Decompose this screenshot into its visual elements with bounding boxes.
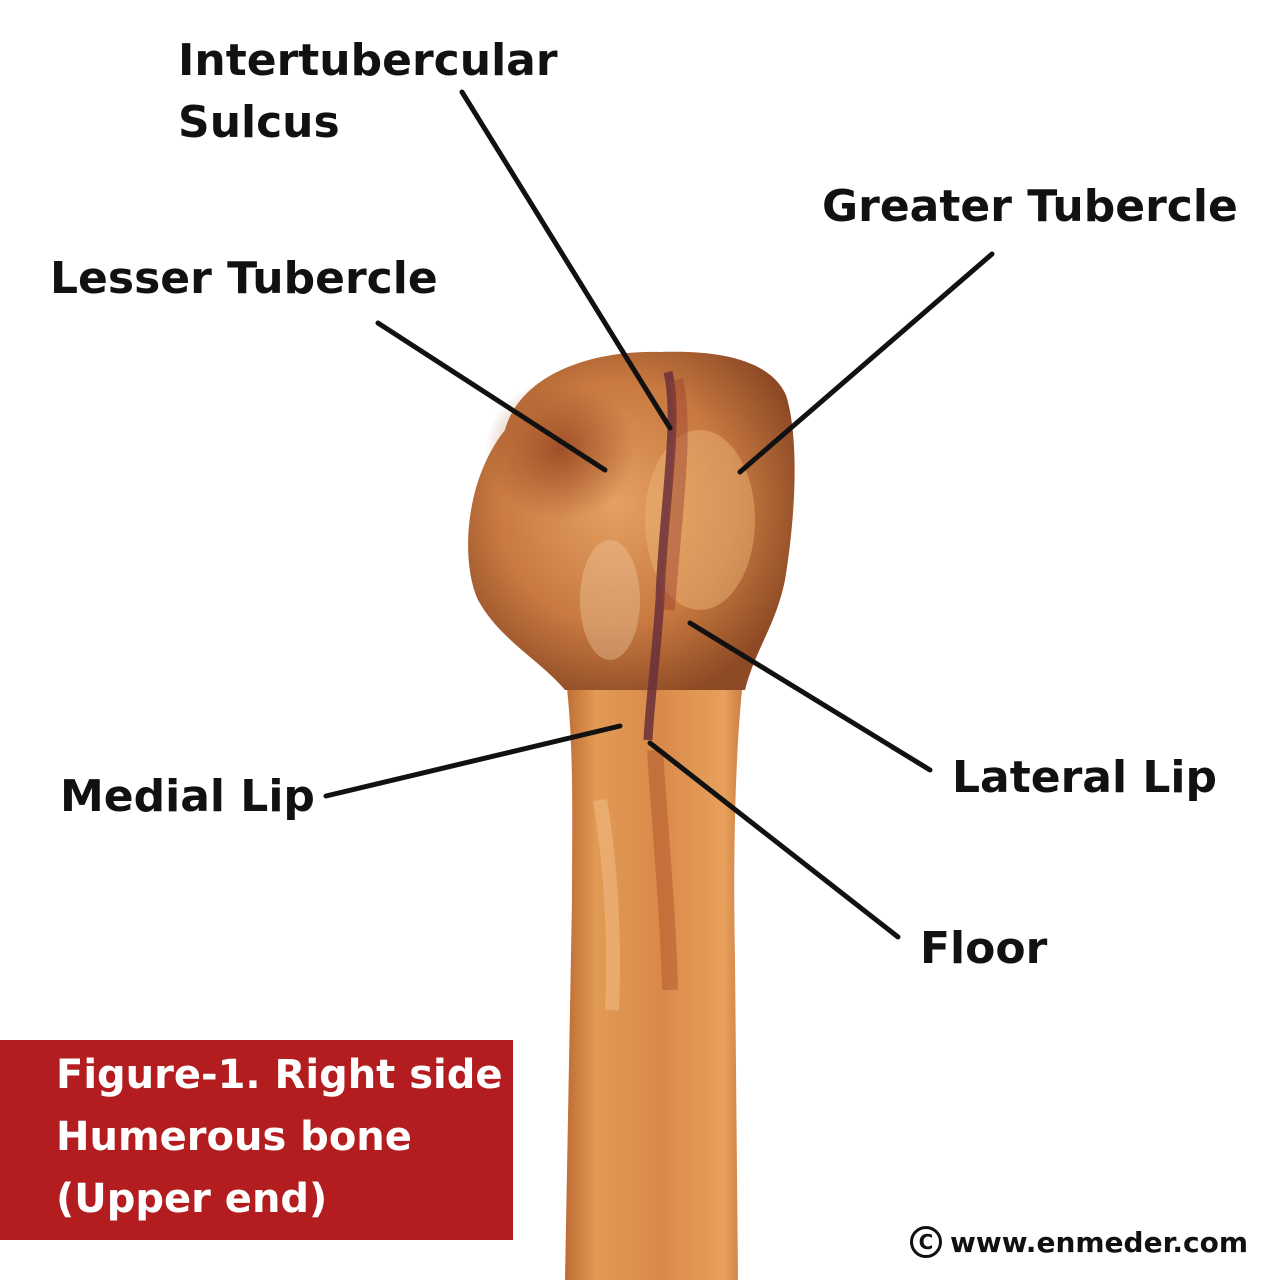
intertubercular-label-line2: Sulcus	[178, 97, 340, 148]
copyright-icon: C	[910, 1226, 942, 1258]
leader-line-greater	[737, 251, 995, 475]
lesser-tubercle-shade	[485, 380, 635, 520]
figure-caption-box: Figure-1. Right side Humerous bone (Uppe…	[0, 1040, 513, 1240]
website-url: www.enmeder.com	[950, 1225, 1249, 1259]
leader-lines	[323, 89, 995, 940]
caption-line-3: (Upper end)	[56, 1176, 328, 1222]
leader-line-lesser	[375, 320, 608, 473]
bone-shaft	[560, 640, 760, 1280]
caption-line-1: Figure-1. Right side	[56, 1052, 503, 1098]
caption-line-2: Humerous bone	[56, 1114, 412, 1160]
leader-line-lateral	[687, 620, 933, 773]
intertubercular-label-line1: Intertubercular	[178, 35, 558, 86]
greater-tubercle-label: Greater Tubercle	[822, 181, 1238, 232]
leader-line-sulcus	[459, 89, 673, 431]
intertubercular-sulcus-label: Intertubercular Sulcus	[178, 30, 558, 154]
lateral-lip-label: Lateral Lip	[952, 752, 1218, 803]
leader-line-medial	[323, 723, 623, 799]
leader-line-floor	[647, 740, 901, 940]
lesser-tubercle-label: Lesser Tubercle	[50, 253, 438, 304]
intertubercular-groove	[643, 370, 677, 741]
copyright-notice: C www.enmeder.com	[910, 1220, 1248, 1264]
medial-lip-label: Medial Lip	[60, 771, 315, 822]
floor-label: Floor	[920, 923, 1048, 974]
